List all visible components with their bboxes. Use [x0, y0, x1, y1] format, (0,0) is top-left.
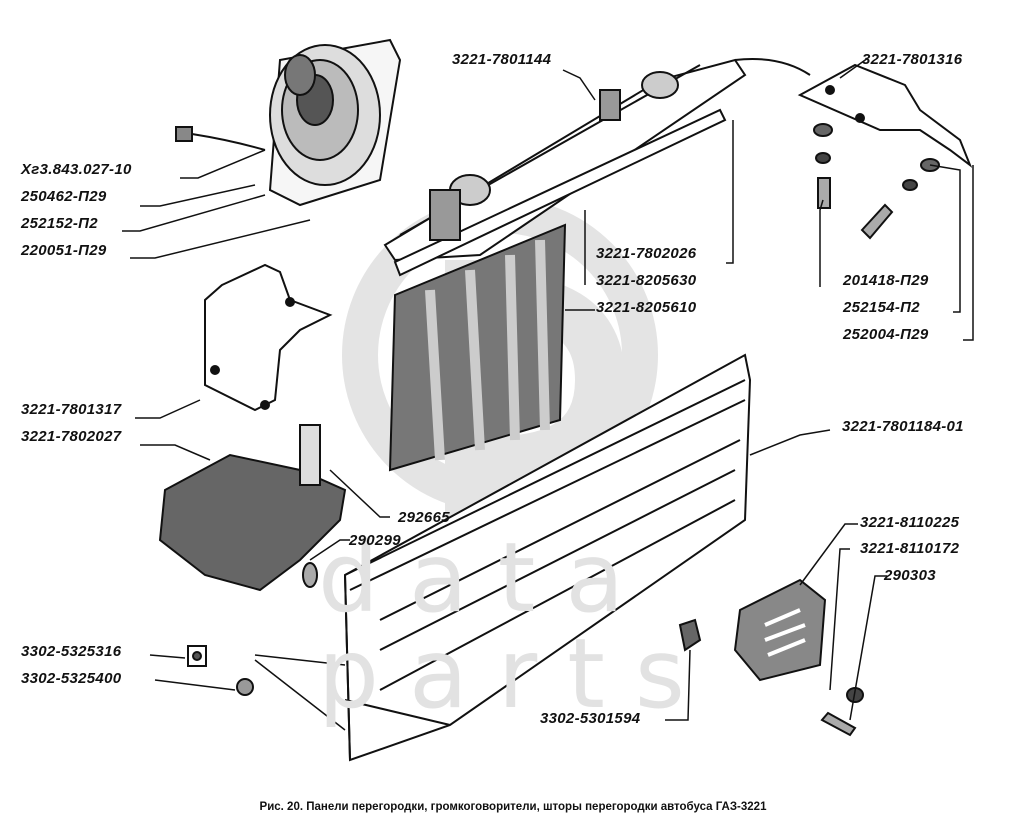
watermark-text: data parts — [318, 522, 715, 730]
leader-lines — [122, 57, 974, 731]
bracket-right — [797, 63, 973, 240]
top-frame-panel — [383, 58, 811, 277]
part-label: 201418-П29 — [843, 272, 929, 289]
part-label: 3221-7801317 — [21, 401, 122, 418]
part-label: 252004-П29 — [843, 326, 929, 343]
part-label: 290303 — [884, 567, 936, 584]
part-label: 3302-5325316 — [21, 643, 122, 660]
part-label: 3221-7802027 — [21, 428, 122, 445]
bracket-left — [204, 263, 333, 412]
part-label: 3221-8205630 — [596, 272, 697, 289]
part-label: 3221-7801184-01 — [842, 418, 964, 435]
part-label: 3302-5301594 — [540, 710, 641, 727]
speaker-grille — [733, 578, 827, 682]
part-label: 3221-8110225 — [860, 514, 960, 531]
mount-block — [158, 424, 347, 592]
part-label: 250462-П29 — [21, 188, 107, 205]
part-label: 3302-5325400 — [21, 670, 122, 687]
part-label: Хг3.843.027-10 — [21, 161, 132, 178]
part-label: 3221-7801316 — [862, 51, 963, 68]
part-label: 220051-П29 — [21, 242, 107, 259]
part-label: 3221-7801144 — [452, 51, 552, 68]
part-label: 3221-8205610 — [596, 299, 697, 316]
curtain — [388, 223, 567, 472]
speaker — [175, 38, 402, 207]
part-label: 292665 — [398, 509, 450, 526]
part-label: 3221-7802026 — [596, 245, 697, 262]
part-label: 252154-П2 — [843, 299, 920, 316]
part-label: 3221-8110172 — [860, 540, 960, 557]
partition-panel — [343, 353, 752, 762]
part-label: 252152-П2 — [21, 215, 98, 232]
small-fasteners — [187, 618, 864, 737]
part-label: 290299 — [349, 532, 401, 549]
figure-caption: Рис. 20. Панели перегородки, громкоговор… — [259, 801, 767, 813]
